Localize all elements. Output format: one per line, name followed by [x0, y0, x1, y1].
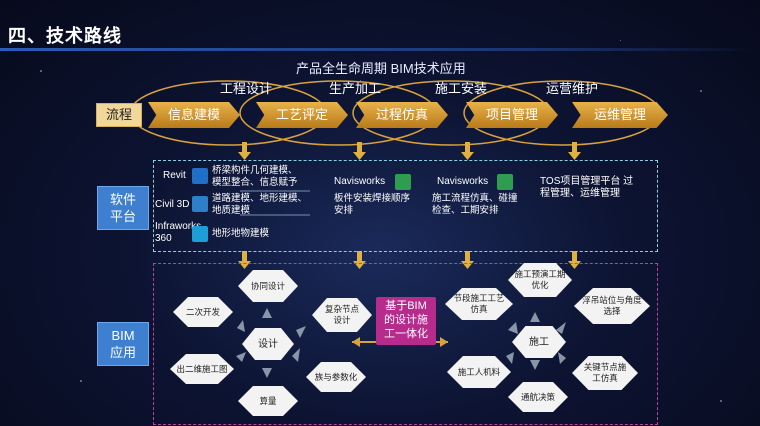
revit-description: 桥梁构件几何建模、 模型整合、信息赋予 — [212, 165, 298, 189]
center-line2: 的设计施 — [384, 314, 428, 326]
civil3d-description: 道路建模、地形建模、 地质建模 — [212, 193, 307, 217]
tos-description: TOS项目管理平台 过 程管理、运维管理 — [540, 176, 633, 200]
segment-line2: 仿真 — [470, 304, 488, 314]
flow-step-simulation: 过程仿真 — [356, 102, 448, 128]
navisworks-2-description: 施工流程仿真、碰撞 检查、工期安排 — [432, 193, 518, 217]
center-line3: 工一体化 — [384, 328, 428, 340]
center-line1: 基于BIM — [385, 300, 427, 312]
software-label-line1: 软件 — [109, 192, 136, 207]
schedule-line1: 施工预演工期 — [514, 269, 566, 279]
revit-desc-line1: 桥梁构件几何建模、 — [212, 165, 298, 176]
lifting-line2: 选择 — [603, 306, 621, 316]
navisworks2-desc-line1: 施工流程仿真、碰撞 — [432, 193, 518, 204]
hex-secondary-development: 二次开发 — [173, 297, 233, 327]
star — [40, 70, 42, 72]
hex-quantity-takeoff: 算量 — [238, 386, 298, 416]
civil3d-desc-line2: 地质建模 — [212, 205, 251, 216]
hex-family-parametric: 族与参数化 — [306, 362, 366, 392]
civil3d-name: Civil 3D — [155, 199, 190, 210]
flow-step-process-evaluation: 工艺评定 — [256, 102, 348, 128]
software-label-line2: 平台 — [109, 209, 136, 224]
keynode-line1: 关键节点施 — [583, 362, 627, 372]
integration-center-box: 基于BIM 的设计施 工一体化 — [376, 297, 436, 345]
navisworks-logo-icon-2 — [497, 174, 513, 190]
infraworks-name-line1: Infraworks — [155, 221, 202, 232]
navisworks-name-2: Navisworks — [437, 176, 489, 187]
flow-step-modeling: 信息建模 — [148, 102, 240, 128]
revit-logo-icon — [192, 168, 208, 184]
star — [360, 80, 361, 81]
title-underline — [0, 48, 760, 51]
civil3d-desc-line1: 道路建模、地形建模、 — [212, 193, 308, 204]
civil3d-logo-icon — [192, 196, 208, 212]
infraworks-description: 地形地物建模 — [212, 228, 270, 239]
flow-label: 流程 — [96, 103, 142, 127]
hex-segment-process-simulation: 节段施工工艺仿真 — [445, 288, 513, 320]
star — [700, 90, 702, 92]
navisworks-name-1: Navisworks — [334, 176, 386, 187]
stage-production: 生产加工 — [329, 81, 382, 96]
hex-construction-center: 施工 — [512, 326, 566, 358]
software-platform-label: 软件 平台 — [97, 186, 149, 230]
tos-desc-line2: 程管理、运维管理 — [540, 188, 620, 199]
hex-labor-machine-material: 施工人机料 — [447, 356, 511, 388]
navisworks1-desc-line2: 安排 — [334, 205, 354, 216]
lifting-line1: 浮吊站位与角度 — [582, 295, 642, 305]
bim-label-line2: 应用 — [109, 345, 136, 360]
hex-collaborative-design: 协同设计 — [238, 270, 298, 302]
hex-navigation-decision: 通航决策 — [508, 382, 568, 412]
page-title: 四、技术路线 — [8, 26, 122, 46]
star — [620, 40, 621, 41]
hex-floating-crane-position: 浮吊站位与角度选择 — [574, 288, 650, 324]
joint-line1: 复杂节点 — [324, 304, 359, 314]
stage-operation: 运营维护 — [546, 81, 599, 96]
bim-application-label: BIM 应用 — [97, 322, 149, 366]
navisworks1-desc-line1: 板件安装焊接顺序 — [334, 193, 411, 204]
flow-step-project-management: 项目管理 — [466, 102, 558, 128]
stage-installation: 施工安装 — [435, 81, 488, 96]
star — [80, 380, 82, 382]
infraworks-name-line2: 360 — [155, 233, 172, 244]
hex-2d-construction-drawing: 出二维施工图 — [170, 354, 234, 384]
flow-step-om-management: 运维管理 — [572, 102, 668, 128]
diagram-subtitle: 产品全生命周期 BIM技术应用 — [296, 61, 466, 76]
navisworks-1-description: 板件安装焊接顺序 安排 — [334, 193, 410, 217]
navisworks2-desc-line2: 检查、工期安排 — [432, 205, 499, 216]
bim-application-box — [153, 263, 658, 425]
navisworks-logo-icon — [395, 174, 411, 190]
bim-label-line1: BIM — [111, 328, 135, 343]
keynode-line2: 工仿真 — [592, 373, 618, 383]
tos-desc-line1: TOS项目管理平台 过 — [540, 176, 634, 187]
hex-schedule-optimization: 施工预演工期优化 — [508, 263, 572, 297]
stage-design: 工程设计 — [220, 81, 273, 96]
schedule-line2: 优化 — [531, 280, 549, 290]
segment-line1: 节段施工工艺 — [453, 293, 505, 303]
star — [720, 400, 722, 402]
infraworks-logo-icon — [192, 226, 208, 242]
infraworks-name: Infraworks 360 — [155, 221, 201, 245]
revit-desc-line2: 模型整合、信息赋予 — [212, 177, 298, 188]
revit-name: Revit — [163, 170, 186, 181]
joint-line2: 设计 — [333, 315, 351, 325]
software-platform-box — [153, 160, 658, 252]
